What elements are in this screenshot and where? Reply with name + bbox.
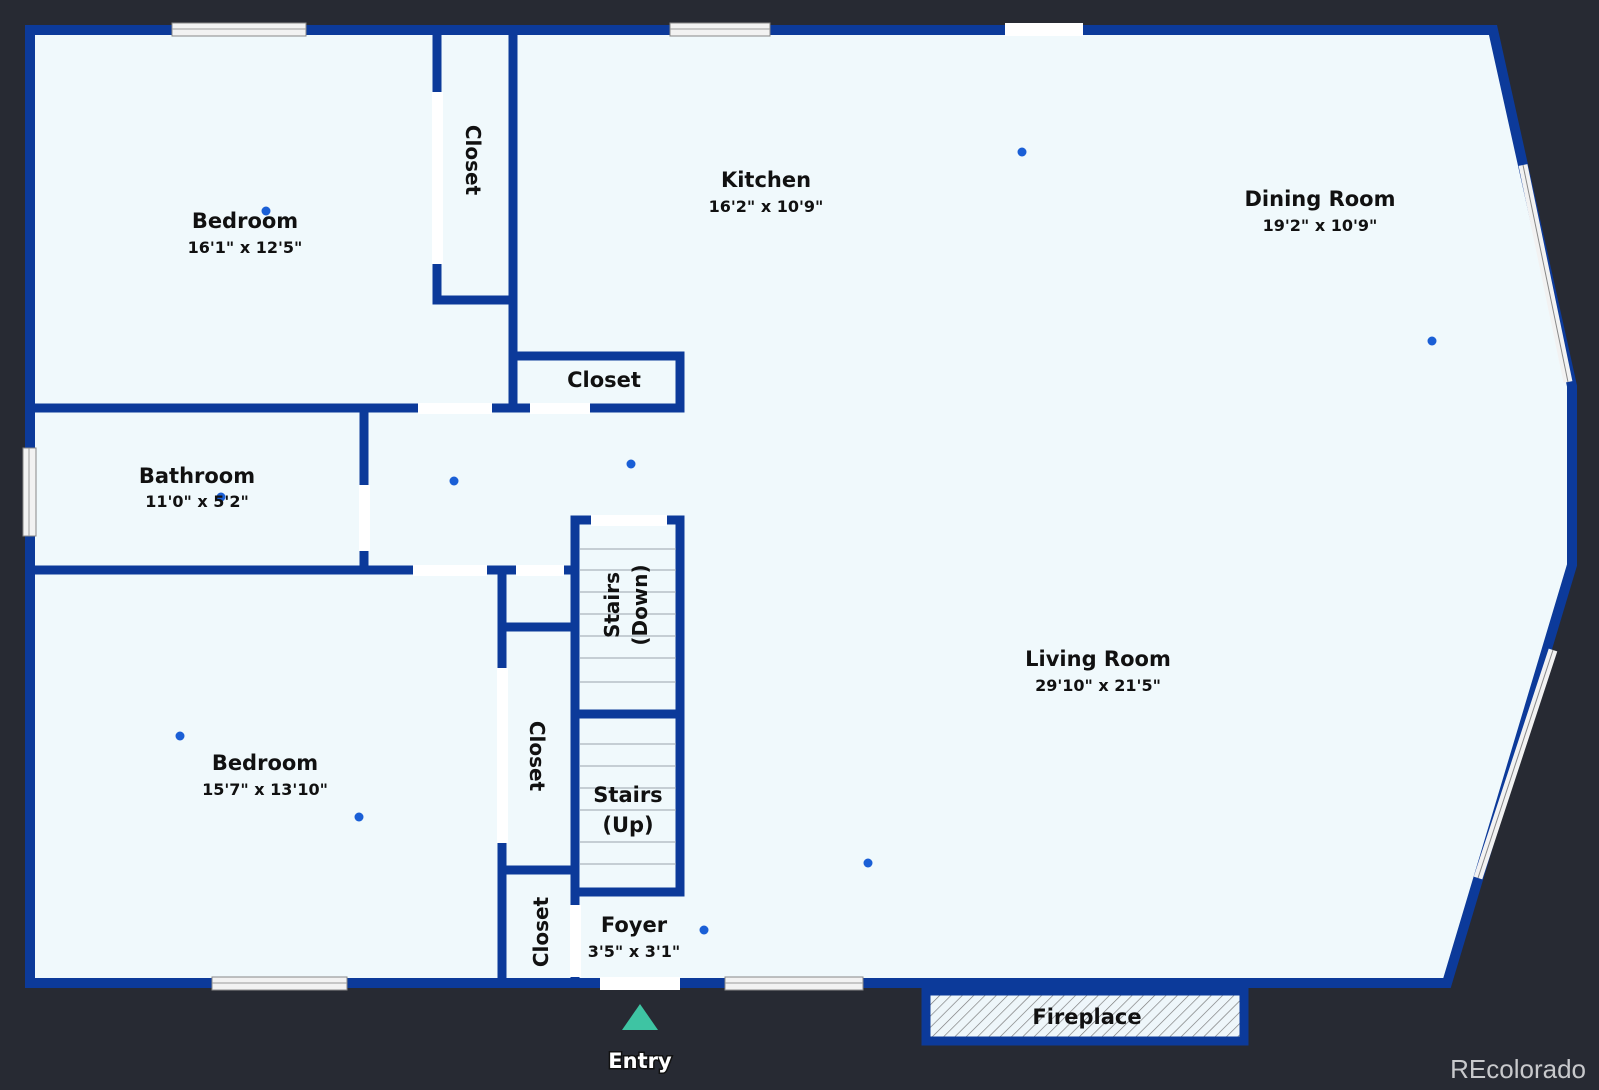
- watermark: REcolorado: [1450, 1054, 1586, 1084]
- doorways: [359, 92, 667, 977]
- room-name-living-room: Living Room: [1025, 647, 1171, 671]
- marker-dot: [626, 459, 636, 469]
- room-name-stairs-up-2: (Up): [602, 813, 653, 837]
- marker-dot: [1427, 336, 1437, 346]
- room-name-closet-mid: Closet: [567, 368, 641, 392]
- room-dims-bedroom-top: 16'1" x 12'5": [188, 238, 303, 257]
- room-dims-living-room: 29'10" x 21'5": [1035, 676, 1161, 695]
- room-name-stairs-down-2: (Down): [628, 564, 652, 645]
- marker-dot: [1017, 147, 1027, 157]
- marker-dot: [216, 492, 226, 502]
- floor-area: [30, 30, 1572, 983]
- marker-dot: [175, 731, 185, 741]
- marker-dot: [449, 476, 459, 486]
- room-name-kitchen: Kitchen: [721, 168, 811, 192]
- room-dims-kitchen: 16'2" x 10'9": [709, 197, 824, 216]
- room-name-dining-room: Dining Room: [1245, 187, 1396, 211]
- fireplace-label: Fireplace: [1032, 1005, 1141, 1029]
- room-markers: [175, 147, 1437, 935]
- room-name-bedroom-bottom: Bedroom: [212, 751, 318, 775]
- room-name-closet-low: Closet: [525, 721, 549, 792]
- fireplace: [921, 986, 1249, 1046]
- room-name-closet-foyer: Closet: [529, 896, 553, 967]
- room-name-stairs-up: Stairs: [593, 783, 662, 807]
- marker-dot: [261, 206, 271, 216]
- triangle-up-icon: [622, 1004, 658, 1030]
- room-name-bedroom-top: Bedroom: [192, 209, 298, 233]
- marker-dot: [354, 812, 364, 822]
- room-name-closet-top: Closet: [461, 125, 485, 196]
- marker-dot: [699, 925, 709, 935]
- entry-label: Entry: [608, 1049, 672, 1073]
- marker-dot: [863, 858, 873, 868]
- room-dims-bathroom: 11'0" x 5'2": [145, 492, 249, 511]
- room-name-foyer: Foyer: [601, 913, 668, 937]
- room-dims-dining-room: 19'2" x 10'9": [1263, 216, 1378, 235]
- windows: [22, 22, 1573, 991]
- room-dims-bedroom-bottom: 15'7" x 13'10": [202, 780, 328, 799]
- room-name-bathroom: Bathroom: [139, 464, 255, 488]
- exterior-wall: [25, 25, 1577, 988]
- stair-treads: [580, 548, 676, 865]
- room-dims-foyer: 3'5" x 3'1": [588, 942, 680, 961]
- room-name-stairs-down: Stairs: [600, 572, 624, 638]
